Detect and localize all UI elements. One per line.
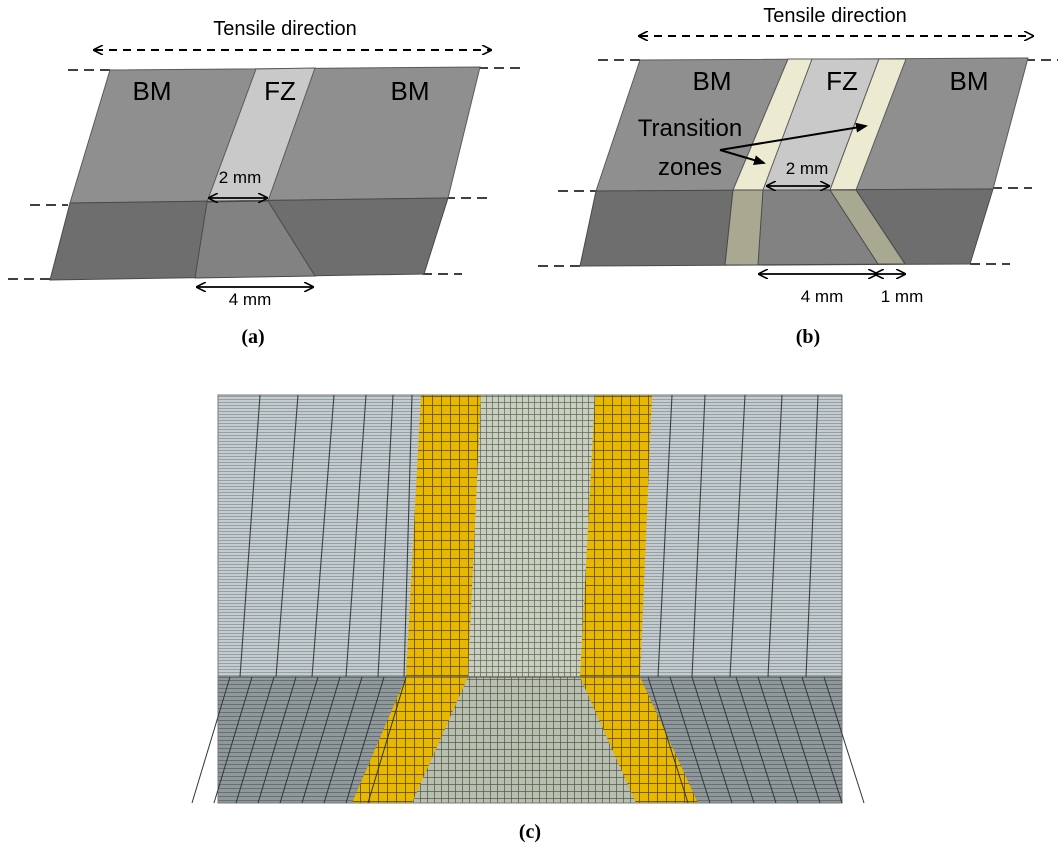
mesh-line xyxy=(301,676,341,804)
mesh-line xyxy=(403,394,413,678)
mesh-line xyxy=(239,394,261,678)
mesh-line xyxy=(691,676,733,804)
mesh-fusion-zone-upper xyxy=(468,395,595,677)
panel-a: Tensile direction BM FZ BM 2 mm 4 mm (a) xyxy=(8,18,520,348)
panel-a-caption: (a) xyxy=(241,326,264,348)
mesh-line xyxy=(691,394,706,678)
panel-b-caption: (b) xyxy=(796,326,820,348)
mesh-yellow-band-left-lower xyxy=(352,677,468,803)
panel-a-direction-label: Tensile direction xyxy=(213,18,356,40)
panel-b-transition-pointer-right xyxy=(719,122,868,151)
mesh-bm-element-lines xyxy=(191,394,865,804)
panel-a-dim-bottom-label: 4 mm xyxy=(229,290,272,309)
mesh-line xyxy=(345,394,367,678)
mesh-line xyxy=(735,676,777,804)
mesh-fusion-zone-lower xyxy=(412,677,636,803)
mesh-line xyxy=(377,394,394,678)
mesh-line xyxy=(647,676,689,804)
mesh-line xyxy=(367,676,407,804)
mesh-line xyxy=(713,676,755,804)
panel-c-caption: (c) xyxy=(519,821,541,843)
mesh-line xyxy=(213,676,253,804)
mesh-line xyxy=(657,394,673,678)
mesh-line xyxy=(191,676,231,804)
mesh-line xyxy=(323,676,363,804)
mesh-line xyxy=(757,676,799,804)
panel-b-dim-side-label: 1 mm xyxy=(881,287,924,306)
mesh-line xyxy=(823,676,865,804)
panel-b-transition-label-2: zones xyxy=(658,154,722,181)
panel-a-dim-top-label: 2 mm xyxy=(219,168,262,187)
mesh-line xyxy=(275,394,299,678)
mesh-yellow-band-right-lower xyxy=(580,677,698,803)
mesh-line xyxy=(257,676,297,804)
panel-a-bm-left-label: BM xyxy=(133,76,172,106)
panel-c-mesh: (c) xyxy=(191,394,865,843)
mesh-line xyxy=(801,676,843,804)
mesh-outline xyxy=(217,394,843,804)
panel-a-fz-label: FZ xyxy=(264,76,296,106)
mesh-line xyxy=(235,676,275,804)
mesh-line xyxy=(779,676,821,804)
panel-b-transition-section-right xyxy=(829,189,906,265)
panel-b-bm-left-label: BM xyxy=(693,66,732,96)
panel-b-transition-pointer-left xyxy=(719,149,766,165)
mesh-yellow-band-left-upper xyxy=(406,395,481,677)
mesh-yellow-band-right-upper xyxy=(580,395,652,677)
mesh-line xyxy=(767,394,783,678)
mesh-line xyxy=(345,676,385,804)
panel-b-dim-top-label: 2 mm xyxy=(786,159,829,178)
mesh-line xyxy=(669,676,711,804)
panel-b: Tensile direction BM FZ BM Transition zo… xyxy=(538,5,1058,348)
panel-b-fz-label: FZ xyxy=(826,66,858,96)
panel-b-transition-section-left xyxy=(724,189,764,266)
mesh-line xyxy=(805,394,819,678)
panel-a-bm-right-label: BM xyxy=(391,76,430,106)
panel-b-bm-right-label: BM xyxy=(950,66,989,96)
panel-b-transition-label-1: Transition xyxy=(638,115,742,142)
mesh-line xyxy=(311,394,335,678)
mesh-line xyxy=(279,676,319,804)
mesh-line xyxy=(729,394,746,678)
panel-b-dim-bottom-label: 4 mm xyxy=(801,287,844,306)
panel-b-direction-label: Tensile direction xyxy=(763,5,906,27)
